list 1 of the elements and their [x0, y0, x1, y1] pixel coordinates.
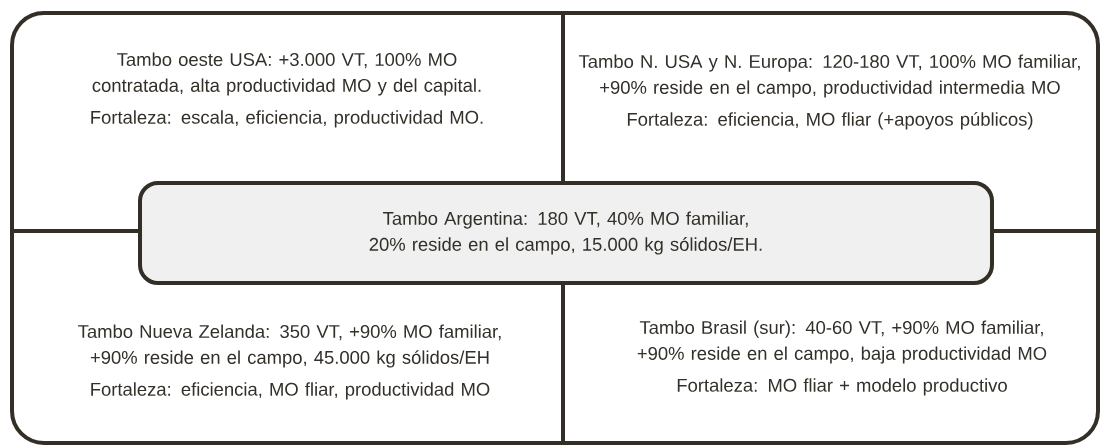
center-box: Tambo Argentina: 180 VT, 40% MO familiar, 20% reside en el campo, 15.000 kg sólidos/EH. [138, 181, 994, 285]
